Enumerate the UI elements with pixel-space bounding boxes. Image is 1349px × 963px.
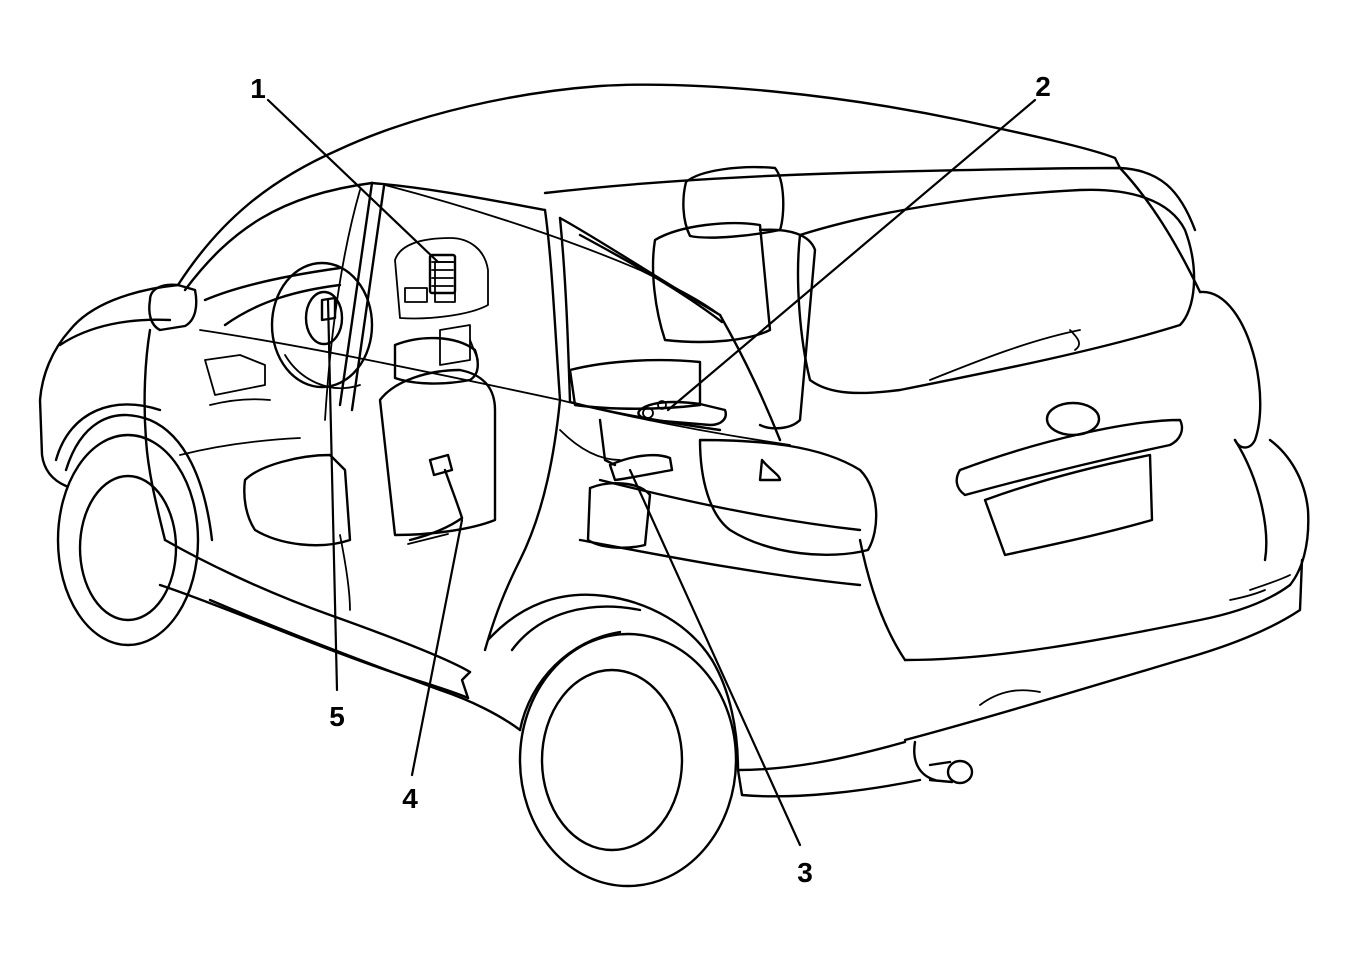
front-wheel <box>54 403 214 647</box>
callout-4: 4 <box>402 783 418 814</box>
rear-wheel <box>510 605 738 888</box>
component-4-harness <box>407 453 464 545</box>
rear-door-panel <box>559 429 652 549</box>
front-door-panel <box>179 354 301 456</box>
leader-line-3 <box>628 468 802 847</box>
callout-1: 1 <box>250 73 266 104</box>
steering-wheel <box>270 261 374 390</box>
harness-routing-lines <box>199 184 791 446</box>
leader-line-5 <box>326 298 339 692</box>
side-mirror <box>148 283 198 332</box>
vehicle-body-outline <box>38 83 1310 798</box>
component-1-module <box>428 253 457 295</box>
callout-2: 2 <box>1035 71 1051 102</box>
component-3-bracket <box>598 418 674 482</box>
leader-line-4 <box>410 518 464 777</box>
leader-line-2 <box>666 98 1037 412</box>
callout-3: 3 <box>797 857 813 888</box>
callout-5: 5 <box>329 701 345 732</box>
dashboard <box>203 237 489 366</box>
callout-labels: 1 2 3 4 5 <box>250 71 1051 888</box>
component-2-sensor <box>637 400 727 427</box>
callout-leaders <box>266 98 1037 847</box>
leader-line-1 <box>266 98 440 264</box>
